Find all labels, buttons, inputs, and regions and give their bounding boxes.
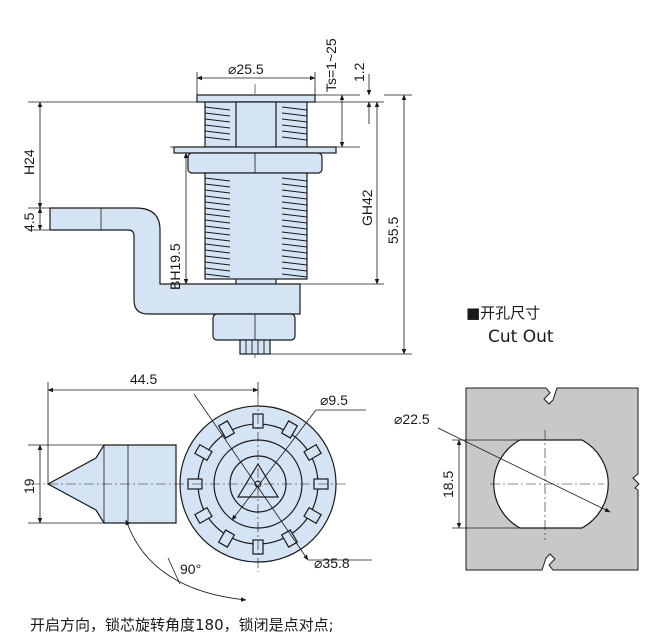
leader-22-5	[437, 427, 611, 513]
dim-label-angle: 90°	[180, 561, 201, 577]
footer-note: 开启方向，锁芯旋转角度180，锁闭是点对点;	[30, 616, 334, 634]
upper-thread-lines	[204, 106, 308, 141]
cutout-title-en: Cut Out	[488, 327, 554, 347]
front-view: 44.5 19 ⌀9.5 ⌀35.8 90°	[21, 371, 372, 602]
dim-label-4-5: 4.5	[21, 212, 37, 232]
dim-55-5: 55.5	[270, 94, 412, 355]
dim-19: 19	[21, 444, 104, 524]
bottom-nut	[212, 313, 296, 341]
cutout-caption: ■开孔尺寸 Cut Out	[466, 304, 554, 347]
dim-diameter-25-5: ⌀25.5	[196, 61, 316, 95]
dim-diameter-9-5: ⌀9.5	[231, 392, 366, 521]
dim-label-1-2: 1.2	[351, 62, 367, 82]
dim-label-d35-8: ⌀35.8	[314, 555, 350, 571]
dim-label-d9-5: ⌀9.5	[320, 392, 348, 408]
dim-label-bh19-5: BH19.5	[167, 243, 183, 290]
cam-arm	[49, 207, 301, 315]
dim-ts-range: Ts=1~25	[315, 38, 360, 148]
cutout-title-zh: ■开孔尺寸	[466, 304, 540, 322]
dim-bh19-5: BH19.5	[167, 146, 205, 290]
dim-label-d25-5: ⌀25.5	[228, 61, 264, 77]
dim-label-55-5: 55.5	[385, 217, 401, 244]
dim-44-5: 44.5	[47, 371, 259, 484]
dim-label-19: 19	[21, 478, 37, 494]
dim-label-gh42: GH42	[359, 189, 375, 226]
dim-1-2: 1.2	[315, 62, 384, 124]
dim-label-44-5: 44.5	[130, 371, 157, 387]
side-view: ⌀25.5 Ts=1~25 1.2 GH42 55.5	[21, 38, 412, 358]
dim-label-h24: H24	[21, 149, 37, 175]
lower-thread-lines	[204, 177, 308, 278]
panel-plate	[173, 146, 337, 154]
dim-label-ts: Ts=1~25	[323, 38, 339, 92]
dim-label-d22-5: ⌀22.5	[394, 411, 430, 427]
dim-label-18-5: 18.5	[440, 471, 456, 498]
dim-h24: H24	[21, 101, 205, 209]
rotation-arc-90: 90°	[125, 519, 247, 602]
bottom-stud	[239, 339, 271, 355]
dim-4-5: 4.5	[21, 207, 50, 232]
head-flange	[196, 94, 316, 103]
cutout-view: ⌀22.5 18.5	[394, 387, 640, 571]
dim-gh42: GH42	[300, 101, 384, 285]
dim-diameter-35-8: ⌀35.8	[193, 393, 372, 571]
